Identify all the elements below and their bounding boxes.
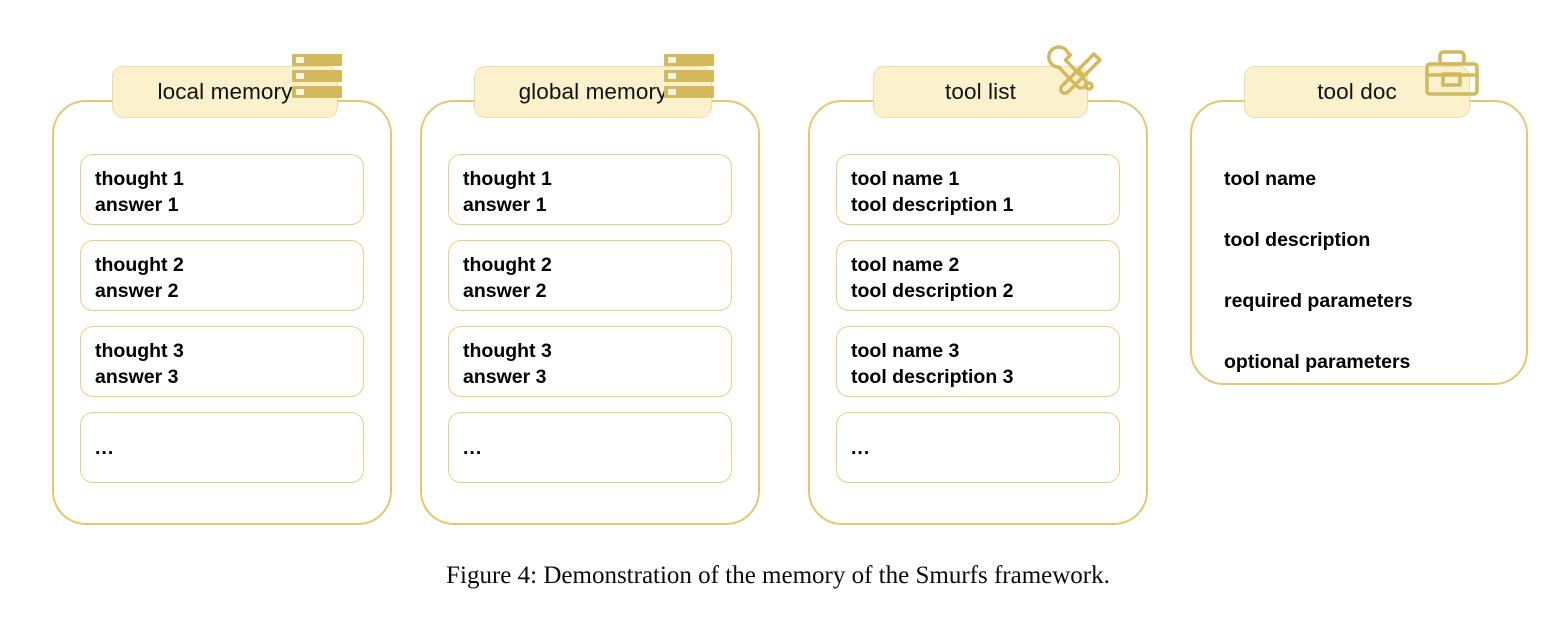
card-line-thought: thought 3 — [95, 340, 184, 362]
panel-body-tool-list: tool name 1 tool description 1 tool name… — [810, 154, 1146, 498]
card-line-thought: thought 2 — [95, 254, 184, 276]
panel-tab-local-memory[interactable]: local memory — [112, 66, 338, 118]
card-line-thought: thought 2 — [463, 254, 552, 276]
card-line-ellipsis: ... — [95, 437, 115, 460]
card-line-tool-description: tool description 2 — [851, 279, 1014, 302]
memory-card[interactable]: thought 3 answer 3 — [448, 326, 732, 397]
panel-title-tool-list: tool list — [945, 78, 1016, 104]
panel-tab-tool-list[interactable]: tool list — [873, 66, 1088, 118]
card-line-tool-name: tool name 2 — [851, 254, 960, 276]
card-line-tool-description: tool description 1 — [851, 193, 1014, 216]
panel-title-global-memory: global memory — [518, 78, 668, 104]
memory-card[interactable]: thought 2 answer 2 — [448, 240, 732, 311]
card-line-ellipsis: ... — [463, 437, 483, 460]
card-line-thought: thought 1 — [95, 168, 184, 190]
card-line-answer: answer 3 — [95, 365, 179, 388]
memory-card[interactable]: thought 3 answer 3 — [80, 326, 364, 397]
card-line-answer: answer 3 — [463, 365, 547, 388]
doc-item-tool-name: tool name — [1224, 168, 1317, 190]
card-line-thought: thought 1 — [463, 168, 552, 190]
card-line-answer: answer 1 — [95, 193, 179, 216]
card-line-answer: answer 2 — [95, 279, 179, 302]
tool-card[interactable]: tool name 3 tool description 3 — [836, 326, 1120, 397]
memory-card-more[interactable]: ... — [80, 412, 364, 483]
figure-caption: Figure 4: Demonstration of the memory of… — [446, 562, 1110, 589]
card-line-answer: answer 1 — [463, 193, 547, 216]
doc-item-required-parameters: required parameters — [1224, 290, 1413, 312]
memory-card[interactable]: thought 1 answer 1 — [448, 154, 732, 225]
panel-tab-global-memory[interactable]: global memory — [474, 66, 712, 118]
panel-title-local-memory: local memory — [157, 78, 293, 104]
doc-item-optional-parameters: optional parameters — [1224, 351, 1411, 373]
tool-card[interactable]: tool name 1 tool description 1 — [836, 154, 1120, 225]
panel-body-tool-doc: tool name tool description required para… — [1192, 154, 1526, 374]
memory-card[interactable]: thought 1 answer 1 — [80, 154, 364, 225]
panel-local-memory: local memory thought 1 answer 1 thought … — [52, 54, 392, 525]
panel-tool-doc: tool doc tool name tool description requ… — [1190, 50, 1528, 385]
tool-card[interactable]: tool name 2 tool description 2 — [836, 240, 1120, 311]
memory-card[interactable]: thought 2 answer 2 — [80, 240, 364, 311]
panel-body-local-memory: thought 1 answer 1 thought 2 answer 2 th… — [54, 154, 390, 498]
card-line-answer: answer 2 — [463, 279, 547, 302]
memory-card-more[interactable]: ... — [448, 412, 732, 483]
panel-body-global-memory: thought 1 answer 1 thought 2 answer 2 th… — [422, 154, 758, 498]
panel-title-tool-doc: tool doc — [1317, 78, 1397, 104]
card-line-tool-name: tool name 3 — [851, 340, 960, 362]
card-line-thought: thought 3 — [463, 340, 552, 362]
card-line-tool-name: tool name 1 — [851, 168, 960, 190]
tool-card-more[interactable]: ... — [836, 412, 1120, 483]
panel-tool-list: tool list tool name 1 tool description 1 — [808, 45, 1148, 525]
card-line-tool-description: tool description 3 — [851, 365, 1014, 388]
card-line-ellipsis: ... — [851, 437, 871, 460]
panel-global-memory: global memory thought 1 answer 1 thought… — [420, 54, 760, 525]
doc-item-tool-description: tool description — [1224, 229, 1371, 251]
panel-tab-tool-doc[interactable]: tool doc — [1244, 66, 1470, 118]
